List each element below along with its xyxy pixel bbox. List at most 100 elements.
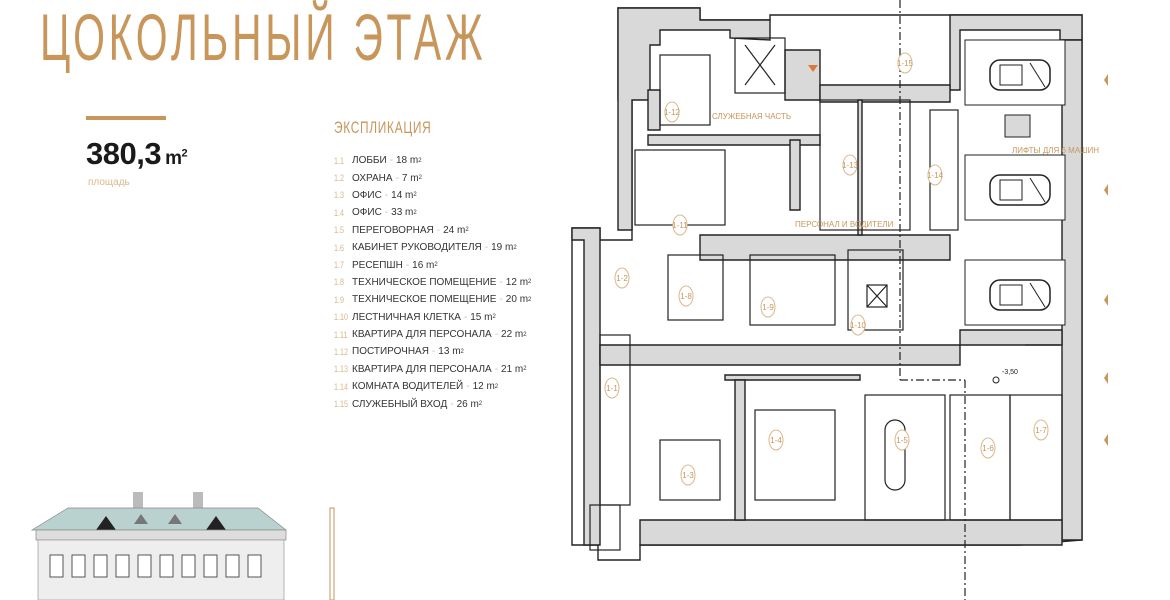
legend-item-name: КВАРТИРА ДЛЯ ПЕРСОНАЛА <box>352 329 492 341</box>
accent-rule <box>86 116 166 120</box>
legend-item-area: 21 m <box>501 363 524 375</box>
legend-item-number: 1.14 <box>334 381 349 392</box>
legend-item-area-sup: 2 <box>413 192 417 199</box>
legend-separator: - <box>499 276 503 288</box>
car-lift-bay <box>964 39 1066 106</box>
area-label: площадь <box>88 177 130 188</box>
facade-window <box>159 554 174 578</box>
legend-item-name: КВАРТИРА ДЛЯ ПЕРСОНАЛА <box>352 363 492 375</box>
legend-separator: - <box>384 189 389 201</box>
legend-separator: - <box>494 363 499 375</box>
legend-item-number: 1.11 <box>334 329 348 340</box>
legend-separator: - <box>405 259 410 271</box>
legend-separator: - <box>484 242 489 254</box>
facade-window <box>225 554 240 578</box>
legend-separator: - <box>389 155 393 167</box>
legend-item-number: 1.1 <box>334 155 345 166</box>
legend-item-area-sup: 2 <box>494 383 499 390</box>
car-icon <box>989 59 1051 91</box>
accent-bar <box>329 507 335 600</box>
legend-item-name: СЛУЖЕБНЫЙ ВХОД <box>352 398 448 410</box>
room-number: 1-7 <box>1035 426 1047 435</box>
legend-separator: - <box>395 172 399 184</box>
facade-window <box>247 554 262 578</box>
legend-item-area: 20 m <box>505 294 529 306</box>
legend-item-area: 26 m <box>456 398 479 410</box>
entrance-arrow-icon <box>1104 294 1108 306</box>
area-unit: m2 <box>165 148 188 169</box>
legend-item-name: ПЕРЕГОВОРНАЯ <box>352 224 434 236</box>
legend-item-area-sup: 2 <box>528 279 532 286</box>
car-icon <box>989 279 1051 311</box>
legend-separator: - <box>494 329 499 341</box>
room-marker <box>1033 419 1049 441</box>
legend-item-number: 1.12 <box>334 346 349 357</box>
room-marker <box>678 285 694 307</box>
room-marker <box>927 164 943 186</box>
legend-item-number: 1.7 <box>334 260 345 271</box>
legend-separator: - <box>466 381 470 393</box>
area-value: 380,3 <box>86 136 162 171</box>
room-number: 1-6 <box>982 444 994 453</box>
room-marker <box>664 101 680 123</box>
room-number: 1-10 <box>850 321 867 330</box>
legend-item-area-sup: 2 <box>418 175 422 182</box>
legend-item-name: КАБИНЕТ РУКОВОДИТЕЛЯ <box>352 242 482 254</box>
legend-item-area: 22 m <box>501 329 524 341</box>
legend-separator: - <box>436 224 441 236</box>
legend-item-area-sup: 2 <box>434 262 438 269</box>
legend-item-name: ОФИС <box>352 207 382 219</box>
facade-window <box>49 554 64 578</box>
legend-item-area: 24 m <box>443 224 466 236</box>
legend-item-area-sup: 2 <box>478 401 483 408</box>
legend-item-name: ЛОББИ <box>352 155 387 167</box>
room-number: 1-13 <box>842 161 859 170</box>
legend-item-area: 18 m <box>396 155 419 167</box>
car-icon <box>989 174 1051 206</box>
legend-item-name: ЛЕСТНИЧНАЯ КЛЕТКА <box>352 311 461 323</box>
legend-item-area: 33 m <box>391 207 414 219</box>
legend-item-area-sup: 2 <box>528 296 532 303</box>
legend-item-area: 15 m <box>470 311 493 323</box>
facade-window <box>93 554 108 578</box>
legend-item-area: 12 m <box>472 381 495 393</box>
legend-item-area-sup: 2 <box>523 331 527 338</box>
legend-item-number: 1.5 <box>334 225 345 236</box>
building-facade-illustration <box>30 492 288 600</box>
area-unit-text: m <box>165 148 182 169</box>
facade-window <box>71 554 86 578</box>
entrance-arrow-icon <box>1104 434 1108 446</box>
legend-item-name: КОМНАТА ВОДИТЕЛЕЙ <box>352 381 464 393</box>
legend-item-area-sup: 2 <box>523 366 527 373</box>
page-title: ЦОКОЛЬНЫЙ ЭТАЖ <box>40 0 487 74</box>
legend-item-number: 1.4 <box>334 207 345 218</box>
room-marker <box>604 377 620 399</box>
legend-item-area: 7 m <box>401 172 419 184</box>
facade-window <box>115 554 130 578</box>
entrance-arrow-icon <box>1104 372 1108 384</box>
lift-shaft <box>1004 114 1031 138</box>
facade-window <box>181 554 196 578</box>
car-lift-bay <box>964 259 1066 326</box>
legend-item-area-sup: 2 <box>413 209 417 216</box>
legend-item-area: 12 m <box>505 276 529 288</box>
legend-item-name: РЕСЕПШН <box>352 259 403 271</box>
legend-separator: - <box>450 398 454 410</box>
legend-item-number: 1.13 <box>334 364 349 375</box>
room-marker <box>672 214 688 236</box>
level-mark-icon <box>992 376 1000 384</box>
legend-item-area-sup: 2 <box>418 157 422 164</box>
level-mark: -3,50 <box>1002 369 1018 376</box>
legend-separator: - <box>431 346 436 358</box>
legend-item-number: 1.8 <box>334 277 345 288</box>
